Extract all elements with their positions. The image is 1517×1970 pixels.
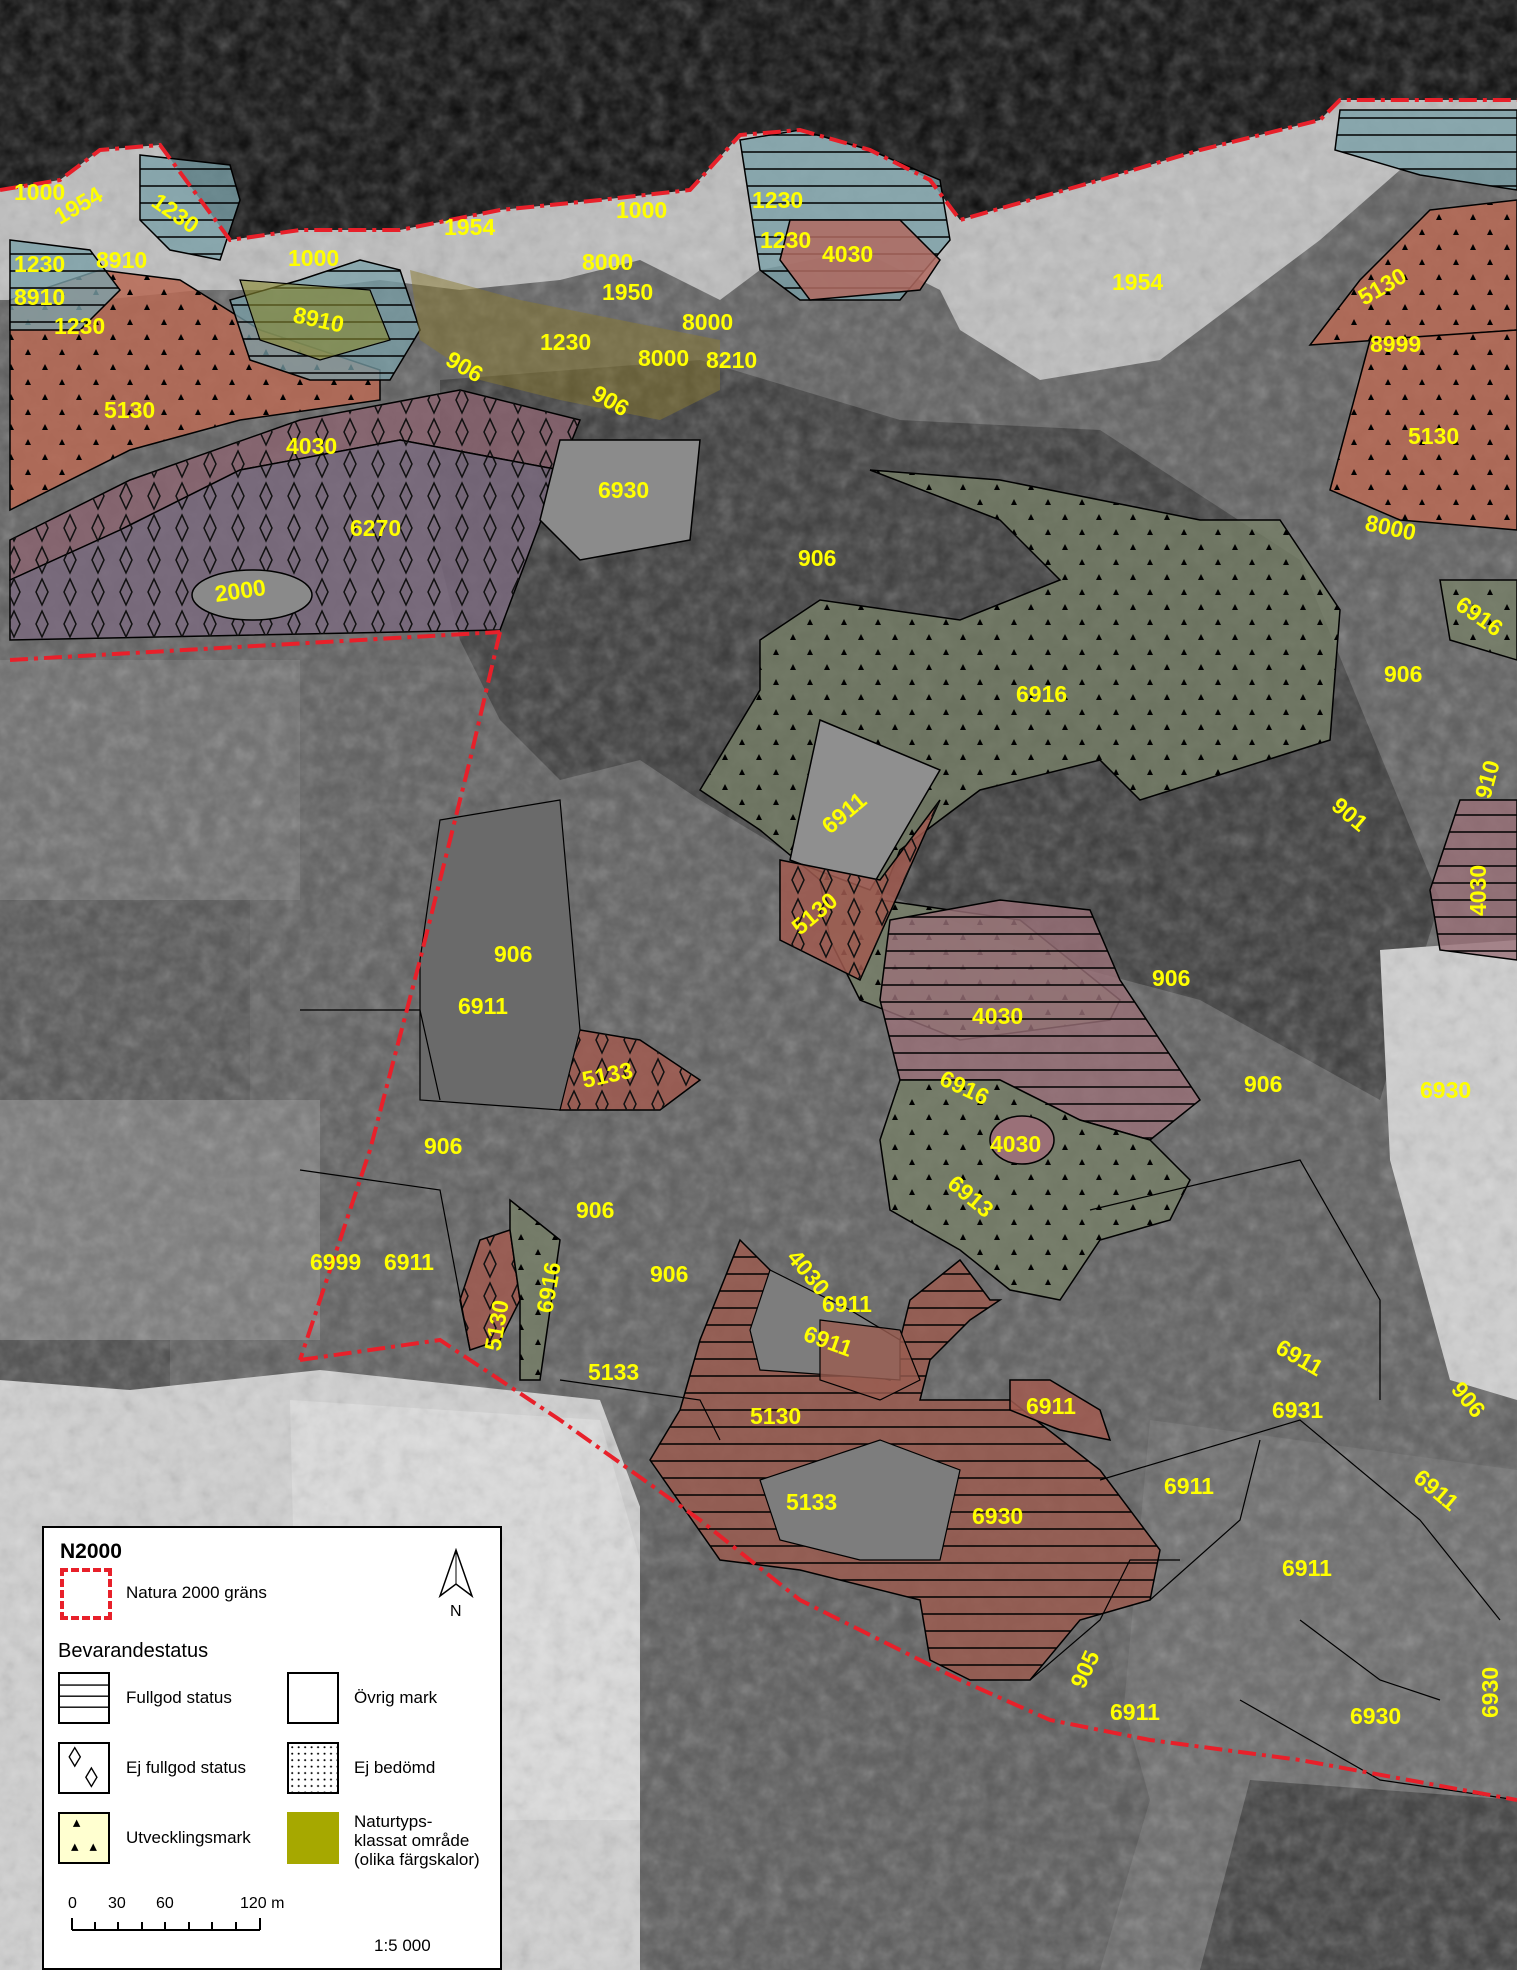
dot-pattern-symbol (287, 1742, 339, 1794)
legend-item-naturtyp: Naturtyps- (354, 1812, 433, 1831)
habitat-code-label: 8000 (582, 249, 633, 275)
north-arrow-icon: N (438, 1548, 474, 1620)
habitat-code-label: 1230 (752, 187, 803, 213)
habitat-code-label: 1954 (1112, 269, 1163, 295)
habitat-code-label: 906 (798, 545, 836, 571)
legend-item-fullgod: Fullgod status (126, 1688, 232, 1707)
habitat-code-label: 1000 (288, 245, 339, 271)
habitat-code-label: 5130 (104, 397, 155, 423)
habitat-code-label: 4030 (972, 1003, 1023, 1029)
habitat-code-label: 6930 (972, 1503, 1023, 1529)
legend-item-utveckling: Utvecklingsmark (126, 1828, 251, 1847)
habitat-code-label: 6930 (1477, 1667, 1503, 1718)
habitat-code-label: 6911 (1026, 1393, 1076, 1419)
triangle-pattern-symbol (58, 1812, 110, 1864)
habitat-code-label: 8910 (14, 284, 65, 310)
status-heading: Bevarandestatus (58, 1640, 209, 1662)
habitat-code-label: 1230 (54, 313, 105, 339)
habitat-code-label: 1230 (760, 227, 811, 253)
habitat-code-label: 1954 (444, 214, 495, 240)
habitat-code-label: 906 (1244, 1071, 1282, 1097)
diamond-pattern-symbol (58, 1742, 110, 1794)
habitat-code-label: 5130 (750, 1403, 801, 1429)
habitat-code-label: 8210 (706, 347, 757, 373)
legend-item-naturtyp-line2: klassat område (354, 1831, 470, 1850)
habitat-code-label: 6999 (310, 1249, 361, 1275)
habitat-code-label: 8000 (682, 309, 733, 335)
habitat-code-label: 4030 (822, 241, 873, 267)
natura-boundary-symbol (60, 1568, 112, 1620)
legend-title: N2000 (60, 1540, 122, 1563)
habitat-code-label: 8910 (96, 247, 147, 273)
habitat-code-label: 5133 (588, 1359, 639, 1385)
scale-tick-0: 0 (68, 1895, 77, 1912)
habitat-code-label: 1000 (616, 197, 667, 223)
scale-tick-30: 30 (108, 1895, 126, 1912)
scale-tick-60: 60 (156, 1895, 174, 1912)
empty-square-symbol (287, 1672, 339, 1724)
habitat-code-label: 906 (424, 1133, 462, 1159)
habitat-code-label: 6930 (1420, 1077, 1471, 1103)
scale-ratio: 1:5 000 (374, 1936, 431, 1955)
habitat-code-label: 6930 (1350, 1703, 1401, 1729)
scale-bar: 0 30 60 120 m (68, 1895, 284, 1931)
habitat-code-label: 6911 (1282, 1555, 1332, 1581)
habitat-code-label: 4030 (990, 1131, 1041, 1157)
habitat-code-label: 6270 (350, 515, 401, 541)
habitat-code-label: 4030 (1465, 865, 1491, 916)
habitat-code-label: 6911 (1164, 1473, 1214, 1499)
north-label: N (450, 1603, 462, 1620)
habitat-code-label: 5130 (1408, 423, 1459, 449)
habitat-code-label: 1000 (14, 179, 65, 205)
habitat-code-label: 6911 (1110, 1699, 1160, 1725)
habitat-code-label: 8000 (638, 345, 689, 371)
habitat-code-label: 4030 (286, 433, 337, 459)
natura-boundary-label: Natura 2000 gräns (126, 1583, 267, 1602)
habitat-code-label: 6911 (384, 1249, 434, 1275)
habitat-code-label: 6930 (598, 477, 649, 503)
habitat-code-label: 906 (576, 1197, 614, 1223)
scale-tick-120: 120 m (240, 1895, 284, 1912)
habitat-code-label: 6916 (1016, 681, 1067, 707)
legend-item-ej-fullgod: Ej fullgod status (126, 1758, 247, 1777)
horizontal-lines-symbol (58, 1672, 110, 1724)
habitat-code-label: 1230 (14, 251, 65, 277)
habitat-code-label: 906 (650, 1261, 688, 1287)
legend-item-ej-bedomd: Ej bedömd (354, 1758, 436, 1777)
legend-item-naturtyp-line3: (olika färgskalor) (354, 1850, 480, 1869)
habitat-code-label: 1950 (602, 279, 653, 305)
habitat-code-label: 6911 (822, 1291, 872, 1317)
habitat-code-label: 8999 (1370, 331, 1421, 357)
habitat-code-label: 5133 (786, 1489, 837, 1515)
olive-fill-symbol (287, 1812, 339, 1864)
habitat-code-label: 906 (1152, 965, 1190, 991)
map-legend: N2000 Natura 2000 gräns N Bevarandestatu… (42, 1526, 502, 1970)
habitat-code-label: 906 (1384, 661, 1422, 687)
habitat-code-label: 1230 (540, 329, 591, 355)
habitat-code-label: 6911 (458, 993, 508, 1019)
habitat-code-label: 6931 (1272, 1397, 1323, 1423)
habitat-code-label: 906 (494, 941, 532, 967)
legend-item-ovrig: Övrig mark (354, 1688, 438, 1707)
